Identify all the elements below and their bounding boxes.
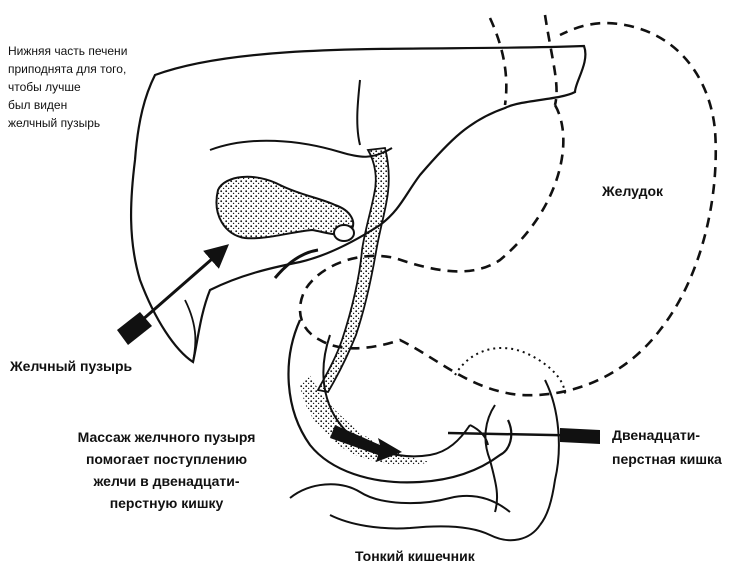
- gallbladder-shape: [217, 177, 354, 239]
- cystic-duct-node: [334, 225, 354, 241]
- stomach-outline: [300, 15, 716, 395]
- duodenum-pointer-head: [560, 428, 600, 444]
- duodenum-label: Двенадцати- перстная кишка: [612, 423, 722, 471]
- small-intestine-label: Тонкий кишечник: [355, 548, 475, 564]
- massage-caption: Массаж желчного пузыря помогает поступле…: [54, 426, 279, 514]
- liver-edge-arrow: [275, 250, 318, 278]
- liver-note-label: Нижняя часть печени приподнята для того,…: [8, 42, 173, 132]
- gallbladder-label: Желчный пузырь: [10, 358, 132, 374]
- liver-lower-edge: [185, 300, 195, 362]
- liver-fold: [210, 141, 392, 157]
- stomach-label: Желудок: [602, 183, 663, 199]
- bile-duct: [318, 148, 389, 392]
- small-intestine-outline: [290, 484, 540, 540]
- liver-lobe-line: [357, 80, 360, 145]
